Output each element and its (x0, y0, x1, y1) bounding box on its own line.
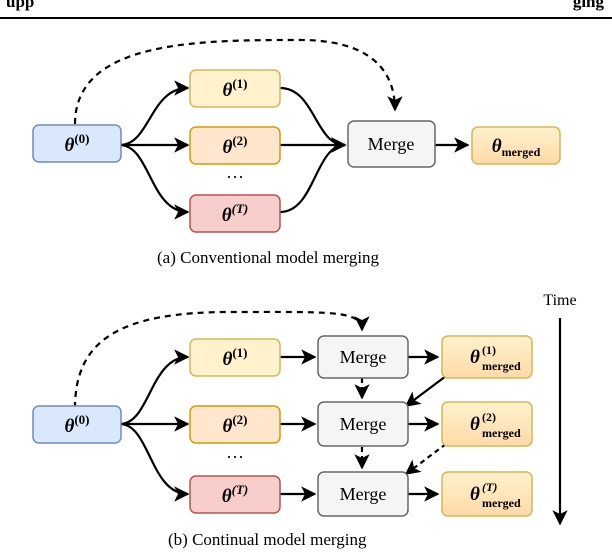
b-output-1-box (441, 335, 533, 379)
b-edge-init-to-m1 (119, 349, 190, 426)
b-output-1-sub: merged (482, 359, 521, 373)
header-left-text: upp (6, 0, 35, 11)
caption-b: (b) Continual model merging (168, 530, 367, 549)
b-merge-2-label: Merge (340, 414, 387, 434)
a-init-label: θ(0) (64, 131, 89, 156)
b-merge-1-box (317, 335, 409, 379)
header-rule (0, 17, 612, 19)
a-edge-init-to-mT (119, 143, 190, 220)
b-model-T-label: θ(T) (222, 482, 248, 507)
b-output-1-sym: θ (470, 347, 480, 368)
b-init-box (32, 405, 122, 444)
b-model-2-label: θ(2) (222, 412, 247, 437)
b-output-2-sym: θ (470, 414, 480, 435)
b-edge-init-to-mT (119, 422, 190, 502)
a-merge-label: Merge (368, 134, 415, 154)
a-output-box (471, 126, 561, 165)
a-model-1-label: θ(1) (222, 76, 247, 101)
a-model-T-box (189, 194, 281, 233)
b-output-2-sup: (2) (482, 410, 496, 424)
b-output-2-box (441, 401, 533, 447)
b-merge-T-label: Merge (340, 484, 387, 504)
caption-a: (a) Conventional model merging (157, 248, 380, 267)
b-merge-2-box (317, 401, 409, 447)
b-ellipsis: ··· (226, 447, 244, 467)
b-output-T-sup: (T) (482, 480, 497, 494)
page-header: upp ging (0, 0, 612, 18)
b-merge-T-box (317, 471, 409, 517)
a-model-1-box (189, 69, 281, 108)
a-model-T-label: θ(T) (222, 201, 248, 226)
a-init-box (32, 124, 122, 163)
b-output-T-box (441, 471, 533, 517)
b-model-1-box (189, 338, 281, 377)
a-model-2-box (189, 126, 281, 165)
b-time-label: Time (543, 292, 576, 309)
b-edge-dashed-init-to-merge1 (73, 310, 370, 409)
diagram-b: Time θ(0) θ(1) θ(2) ··· θ(T) Merge Merge… (32, 292, 577, 526)
a-merge-box (347, 120, 436, 168)
a-edge-init-to-m1 (119, 80, 190, 147)
diagram-a: θ(0) θ(1) θ(2) ··· θ(T) Merge θmerged (32, 38, 561, 233)
a-edge-m1-to-merge (279, 86, 347, 153)
a-output-label: θmerged (492, 136, 541, 159)
b-merge-1-label: Merge (340, 347, 387, 367)
b-edge-out1-to-merge2 (404, 375, 447, 407)
a-ellipsis: ··· (226, 167, 244, 187)
a-edge-dashed-init-to-merge (73, 38, 403, 125)
b-model-T-box (189, 475, 281, 514)
b-output-T-sym: θ (470, 484, 480, 505)
b-output-1-sup: (1) (482, 343, 496, 357)
a-model-2-label: θ(2) (222, 133, 247, 158)
b-init-label: θ(0) (64, 412, 89, 437)
b-output-2-sub: merged (482, 426, 521, 440)
b-model-1-label: θ(1) (222, 345, 247, 370)
a-edge-mT-to-merge (279, 137, 347, 214)
b-edge-out2-to-mergeT (404, 443, 447, 475)
b-model-2-box (189, 405, 281, 444)
header-right-text: ging (572, 0, 604, 11)
b-output-T-sub: merged (482, 496, 521, 510)
